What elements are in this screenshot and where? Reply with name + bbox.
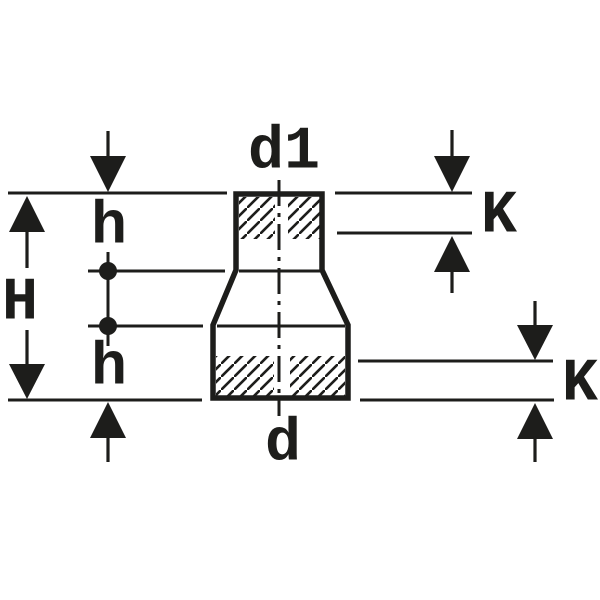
reducer-body bbox=[213, 194, 348, 398]
arrow-down-K2-icon bbox=[517, 301, 553, 360]
label-K-lower: K bbox=[561, 350, 599, 419]
hatch-lower-left bbox=[216, 356, 274, 396]
label-H: H bbox=[1, 269, 39, 338]
arrow-down-H-icon bbox=[9, 330, 45, 399]
label-h-lower: h bbox=[90, 334, 128, 403]
label-K-upper: K bbox=[480, 182, 518, 251]
label-h-upper: h bbox=[90, 193, 128, 262]
label-d: d bbox=[264, 410, 302, 479]
label-d1: d1 bbox=[247, 118, 321, 187]
hatch-upper-left bbox=[239, 197, 275, 239]
arrow-up-K2-icon bbox=[517, 403, 553, 462]
hatch-upper-right bbox=[288, 197, 320, 239]
datum-dot-upper bbox=[99, 262, 117, 280]
arrow-down-top-right-icon bbox=[434, 130, 470, 192]
arrow-up-K1-icon bbox=[434, 236, 470, 293]
reducer-outline bbox=[210, 191, 351, 401]
hatch-lower-right bbox=[290, 356, 345, 396]
datum-dot-lower bbox=[99, 317, 117, 335]
arrow-down-top-left-icon bbox=[90, 131, 126, 192]
dimension-arrows bbox=[9, 130, 553, 462]
arrow-up-H-icon bbox=[9, 196, 45, 268]
arrow-up-bottom-center-icon bbox=[90, 402, 126, 462]
